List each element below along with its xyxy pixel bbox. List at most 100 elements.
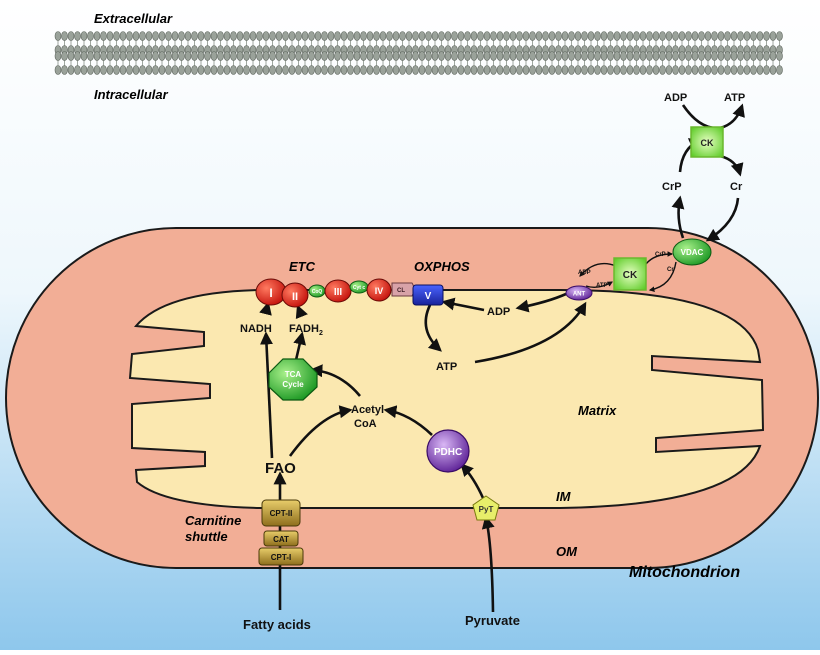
lipid-head bbox=[262, 65, 270, 75]
lipid-head bbox=[67, 31, 75, 41]
lipid-head bbox=[522, 51, 530, 61]
arrow-pdhc-to-acetyl-coa bbox=[383, 405, 433, 436]
lipid-head bbox=[334, 51, 341, 61]
lipid-head bbox=[737, 31, 744, 41]
lipid-head bbox=[529, 65, 536, 75]
lipid-head bbox=[80, 65, 88, 75]
lipid-head bbox=[561, 31, 569, 41]
lipid-head bbox=[353, 65, 361, 75]
lipid-head bbox=[464, 31, 471, 41]
lipid-head bbox=[639, 51, 647, 61]
lipid-head bbox=[665, 51, 673, 61]
lipid-head bbox=[223, 65, 231, 75]
ck-cytosolic-label: CK bbox=[701, 138, 714, 148]
lipid-head bbox=[633, 31, 640, 41]
lipid-head bbox=[87, 65, 94, 75]
ims-ck-arrows bbox=[579, 251, 677, 292]
ims-crp-label: CrP bbox=[655, 252, 666, 258]
lipid-head bbox=[392, 31, 400, 41]
lipid-head bbox=[691, 65, 699, 75]
lipid-head bbox=[529, 51, 536, 61]
lipid-head bbox=[561, 65, 569, 75]
lipid-head bbox=[743, 51, 751, 61]
lipid-head bbox=[672, 31, 679, 41]
lipid-head bbox=[444, 51, 452, 61]
tca-cycle bbox=[268, 358, 318, 401]
lipid-head bbox=[74, 65, 81, 75]
lipid-head bbox=[145, 51, 153, 61]
lipid-head bbox=[438, 65, 445, 75]
lipid-head bbox=[392, 51, 400, 61]
lipid-head bbox=[184, 65, 192, 75]
carnitine-label: Carnitine bbox=[185, 513, 241, 528]
lipid-head bbox=[711, 51, 718, 61]
lipid-head bbox=[132, 51, 140, 61]
lipid-head bbox=[373, 31, 380, 41]
lipid-head bbox=[191, 51, 198, 61]
lipid-head bbox=[704, 65, 712, 75]
lipid-head bbox=[724, 51, 731, 61]
lipid-head bbox=[451, 31, 458, 41]
arrow-nadh-to-complex-i bbox=[259, 301, 272, 316]
complex-ii bbox=[281, 282, 309, 308]
lipid-head bbox=[321, 31, 328, 41]
lipid-head bbox=[340, 65, 348, 75]
lipid-head bbox=[217, 51, 224, 61]
complex-iv bbox=[366, 278, 392, 302]
lipid-head bbox=[145, 65, 153, 75]
lipid-head bbox=[756, 51, 764, 61]
lipid-head bbox=[126, 51, 133, 61]
lipid-head bbox=[119, 31, 127, 41]
arrow-vdac-to-crp bbox=[671, 195, 685, 239]
ck-intermembrane bbox=[613, 257, 647, 291]
lipid-head bbox=[730, 31, 738, 41]
lipid-head bbox=[204, 51, 211, 61]
lipid-head bbox=[360, 31, 367, 41]
lipid-head bbox=[61, 51, 68, 61]
lipid-head bbox=[379, 51, 387, 61]
lipid-head bbox=[113, 31, 120, 41]
lipid-head bbox=[743, 65, 751, 75]
lipid-head bbox=[165, 31, 172, 41]
lipid-head bbox=[61, 65, 68, 75]
im-label: IM bbox=[556, 489, 572, 504]
arrow-pyt-to-pdhc bbox=[460, 463, 485, 499]
lipid-head bbox=[67, 51, 75, 61]
lipid-head bbox=[399, 31, 406, 41]
lipid-head bbox=[171, 31, 179, 41]
lipid-head bbox=[457, 51, 465, 61]
lipid-head bbox=[444, 31, 452, 41]
lipid-head bbox=[80, 51, 88, 61]
lipid-head bbox=[756, 31, 764, 41]
lipid-head bbox=[587, 65, 595, 75]
lipid-head bbox=[282, 65, 289, 75]
cyto-adp-label: ADP bbox=[664, 92, 687, 104]
arrow-pyruvate-to-pyt bbox=[481, 515, 495, 613]
extracellular-label: Extracellular bbox=[94, 11, 173, 26]
lipid-head bbox=[581, 65, 588, 75]
metabolite-labels: ADP ATP CrP Cr NADH FADH2 ADP ATP Acetyl… bbox=[240, 92, 745, 632]
lipid-head bbox=[620, 51, 627, 61]
lipid-head bbox=[106, 65, 114, 75]
lipid-head bbox=[626, 65, 634, 75]
lipid-head bbox=[646, 51, 653, 61]
lipid-head bbox=[737, 51, 744, 61]
lipid-head bbox=[594, 51, 601, 61]
lipid-head bbox=[282, 31, 289, 41]
lipid-head bbox=[730, 65, 738, 75]
lipid-head bbox=[243, 31, 250, 41]
lipid-head bbox=[451, 51, 458, 61]
vdac-label: VDAC bbox=[681, 248, 704, 257]
lipid-head bbox=[633, 51, 640, 61]
lipid-head bbox=[457, 31, 465, 41]
lipid-head bbox=[256, 51, 263, 61]
lipid-head bbox=[743, 31, 751, 41]
lipid-head bbox=[535, 31, 543, 41]
lipid-head bbox=[483, 31, 491, 41]
lipid-head bbox=[509, 65, 517, 75]
lipid-head bbox=[750, 31, 757, 41]
ck-cytosolic bbox=[690, 126, 724, 158]
cardiolipin-label: CL bbox=[397, 288, 405, 294]
